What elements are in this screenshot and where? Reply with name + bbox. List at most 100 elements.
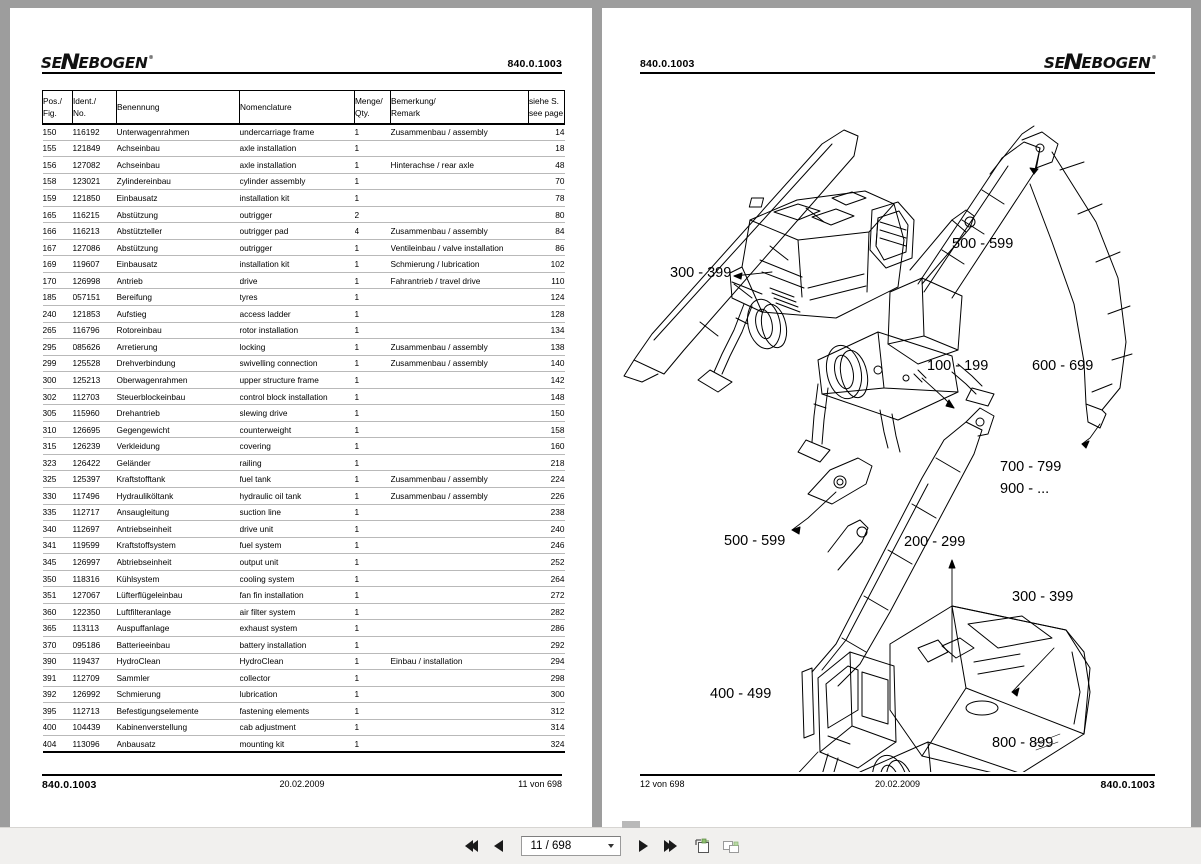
- cell-qty: 1: [354, 470, 391, 489]
- cell-remark: [390, 702, 529, 720]
- cell-benennung: Geländer: [116, 454, 240, 472]
- cell-remark: [390, 686, 529, 704]
- cell-pos: 350: [42, 570, 73, 588]
- cell-nomenclature: railing: [239, 454, 355, 472]
- cell-page: 148: [528, 388, 565, 406]
- cell-qty: 1: [354, 322, 391, 340]
- cell-ident: 126422: [72, 454, 117, 472]
- cell-ident: 095186: [72, 636, 117, 654]
- cell-qty: 1: [354, 140, 391, 158]
- cell-remark: [390, 735, 529, 754]
- cell-pos: 165: [42, 206, 73, 224]
- cell-pos: 390: [42, 653, 73, 671]
- cell-benennung: Drehantrieb: [116, 404, 240, 422]
- cell-qty: 1: [354, 619, 391, 637]
- cell-benennung: Drehverbindung: [116, 355, 240, 373]
- cell-remark: [390, 404, 529, 422]
- cell-ident: 125213: [72, 371, 117, 389]
- cell-ident: 119599: [72, 537, 117, 555]
- cell-page: 140: [528, 355, 565, 373]
- first-page-button[interactable]: [459, 834, 483, 858]
- cell-remark: [390, 206, 529, 224]
- cell-nomenclature: fuel tank: [239, 470, 355, 489]
- cell-benennung: Achseinbau: [116, 140, 240, 158]
- cell-page: 18: [528, 140, 565, 158]
- scrollbar-thumb[interactable]: [622, 821, 640, 828]
- cell-pos: 310: [42, 421, 73, 439]
- footer-page-count-right: 12 von 698: [640, 779, 685, 789]
- cell-page: 160: [528, 437, 565, 455]
- cell-page: 86: [528, 239, 565, 257]
- cell-benennung: Einbausatz: [116, 255, 240, 273]
- cell-benennung: Gegengewicht: [116, 421, 240, 439]
- cell-remark: [390, 619, 529, 637]
- cell-ident: 085626: [72, 338, 117, 356]
- col-header-ident-l2: No.: [73, 107, 86, 118]
- cell-nomenclature: battery installation: [239, 636, 355, 654]
- cell-remark: [390, 421, 529, 439]
- footer-rule-right: [640, 774, 1155, 776]
- cell-remark: [390, 371, 529, 389]
- col-header-ident: Ident./ No.: [72, 90, 117, 124]
- diagram-label: 100 - 199: [927, 358, 989, 374]
- cell-page: 134: [528, 322, 565, 340]
- col-header-seepage: siehe S. see page: [528, 90, 565, 124]
- next-page-button[interactable]: [631, 834, 655, 858]
- cell-pos: 370: [42, 636, 73, 654]
- cell-benennung: Hydrauliköltank: [116, 487, 240, 505]
- single-page-view-button[interactable]: [691, 834, 715, 858]
- col-header-remark-l2: Remark: [391, 107, 421, 118]
- cell-qty: 1: [354, 653, 391, 671]
- cell-remark: Zusammenbau / assembly: [390, 122, 529, 141]
- cell-qty: 1: [354, 189, 391, 207]
- last-page-button[interactable]: [659, 834, 683, 858]
- previous-page-button[interactable]: [487, 834, 511, 858]
- chevron-down-icon[interactable]: [607, 844, 614, 848]
- cell-nomenclature: cylinder assembly: [239, 173, 355, 191]
- cell-page: 240: [528, 520, 565, 538]
- cell-qty: 4: [354, 222, 391, 240]
- cell-benennung: Antriebseinheit: [116, 520, 240, 538]
- cell-pos: 400: [42, 719, 73, 737]
- cell-ident: 126992: [72, 686, 117, 704]
- page-number-input[interactable]: 11 / 698: [520, 836, 621, 856]
- cell-nomenclature: rotor installation: [239, 322, 355, 340]
- col-header-remark: Bemerkung/ Remark: [390, 90, 529, 124]
- right-page-footer: 12 von 698 20.02.2009 840.0.1003: [640, 774, 1155, 796]
- cell-remark: Hinterachse / rear axle: [390, 156, 529, 174]
- diagram-label: 400 - 499: [710, 686, 772, 702]
- cell-qty: 1: [354, 437, 391, 455]
- table-header-row: Pos./ Fig. Ident./ No. Benennung: [42, 90, 565, 124]
- cell-nomenclature: installation kit: [239, 255, 355, 273]
- cell-qty: 1: [354, 355, 391, 373]
- cell-nomenclature: cooling system: [239, 570, 355, 588]
- footer-doc-number: 840.0.1003: [42, 779, 97, 791]
- footer-date-right: 20.02.2009: [874, 779, 921, 789]
- top-machine-drawing: [697, 125, 1133, 463]
- cell-qty: 1: [354, 570, 391, 588]
- cell-page: 224: [528, 470, 565, 489]
- cell-pos: 305: [42, 404, 73, 422]
- cell-qty: 1: [354, 371, 391, 389]
- facing-page-view-button[interactable]: [719, 834, 743, 858]
- cell-ident: 121849: [72, 140, 117, 158]
- cell-ident: 112709: [72, 669, 117, 687]
- cell-benennung: Achseinbau: [116, 156, 240, 174]
